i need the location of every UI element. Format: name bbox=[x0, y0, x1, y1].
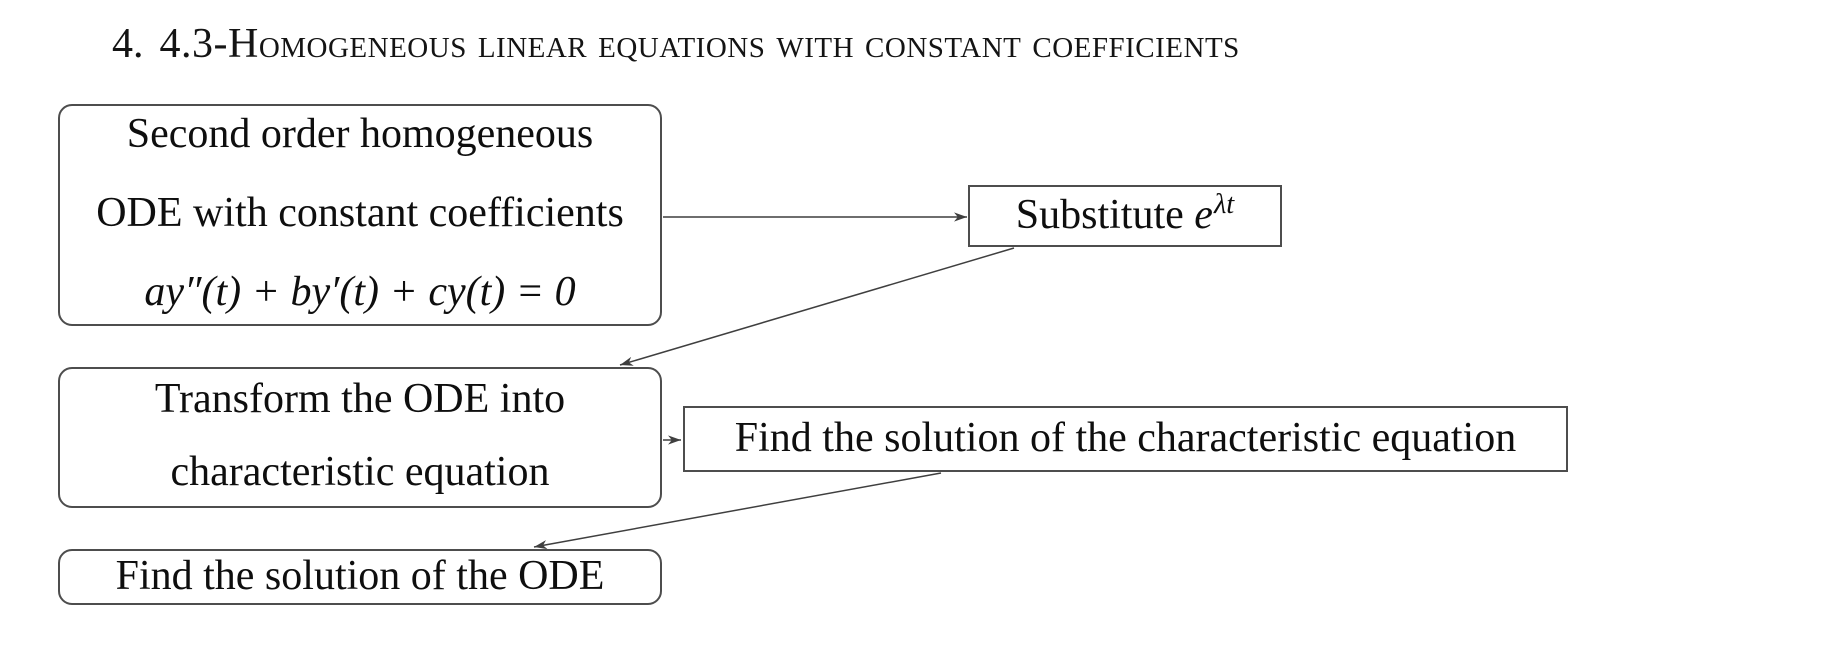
math-exponent: λt bbox=[1213, 188, 1235, 220]
section-number: 4. bbox=[112, 21, 144, 67]
substitute-box: Substitute eλt bbox=[968, 185, 1282, 247]
transform-box: Transform the ODE into characteristic eq… bbox=[58, 367, 662, 508]
characteristic-solution-label: Find the solution of the characteristic … bbox=[734, 415, 1517, 462]
ode-box: Second order homogeneous ODE with consta… bbox=[58, 104, 662, 326]
transform-box-line1: Transform the ODE into bbox=[154, 376, 566, 422]
section-title: 4. 4.3-Homogeneous linear equations with … bbox=[112, 20, 1240, 68]
ode-box-line2: ODE with constant coefficients bbox=[96, 190, 624, 237]
ode-box-equation: ay″(t) + by′(t) + cy(t) = 0 bbox=[144, 269, 576, 316]
arrow-substitute-to-transform bbox=[619, 247, 1015, 366]
section-title-text: 4.3-Homogeneous linear equations with co… bbox=[159, 21, 1240, 67]
substitute-text: Substitute bbox=[1015, 192, 1184, 239]
ode-solution-box: Find the solution of the ODE bbox=[58, 549, 662, 605]
math-e: e bbox=[1194, 192, 1213, 239]
substitute-box-label: Substitute eλt bbox=[1015, 188, 1235, 241]
ode-solution-label: Find the solution of the ODE bbox=[115, 553, 605, 600]
transform-box-line2: characteristic equation bbox=[170, 449, 550, 496]
characteristic-solution-box: Find the solution of the characteristic … bbox=[683, 406, 1568, 472]
ode-box-line1: Second order homogeneous bbox=[126, 111, 594, 157]
